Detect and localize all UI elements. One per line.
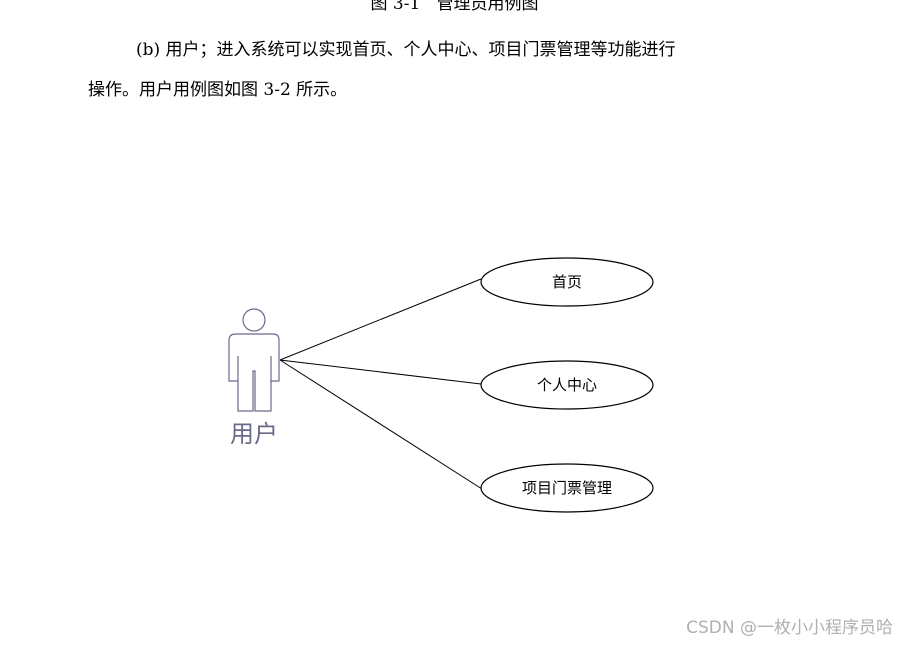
use-case-home: 首页 (480, 257, 654, 307)
stick-figure-actor-icon (228, 308, 280, 412)
use-case-home-label: 首页 (552, 273, 582, 291)
association-line-personal-center (279, 359, 482, 385)
use-case-ticket-management: 项目门票管理 (480, 463, 654, 513)
association-line-home (279, 278, 482, 361)
previous-figure-caption: 图 3-1 管理员用例图 (370, 0, 539, 14)
paragraph-line-2: 操作。用户用例图如图 3-2 所示。 (88, 80, 348, 100)
csdn-watermark: CSDN @一枚小小程序员哈 (686, 618, 893, 638)
use-case-ticket-management-label: 项目门票管理 (522, 479, 612, 497)
association-line-ticket-management (279, 359, 483, 490)
paragraph-line-1: (b) 用户；进入系统可以实现首页、个人中心、项目门票管理等功能进行 (136, 40, 676, 60)
use-case-personal-center: 个人中心 (480, 360, 654, 410)
use-case-personal-center-label: 个人中心 (537, 376, 597, 394)
actor-label: 用户 (230, 420, 278, 448)
